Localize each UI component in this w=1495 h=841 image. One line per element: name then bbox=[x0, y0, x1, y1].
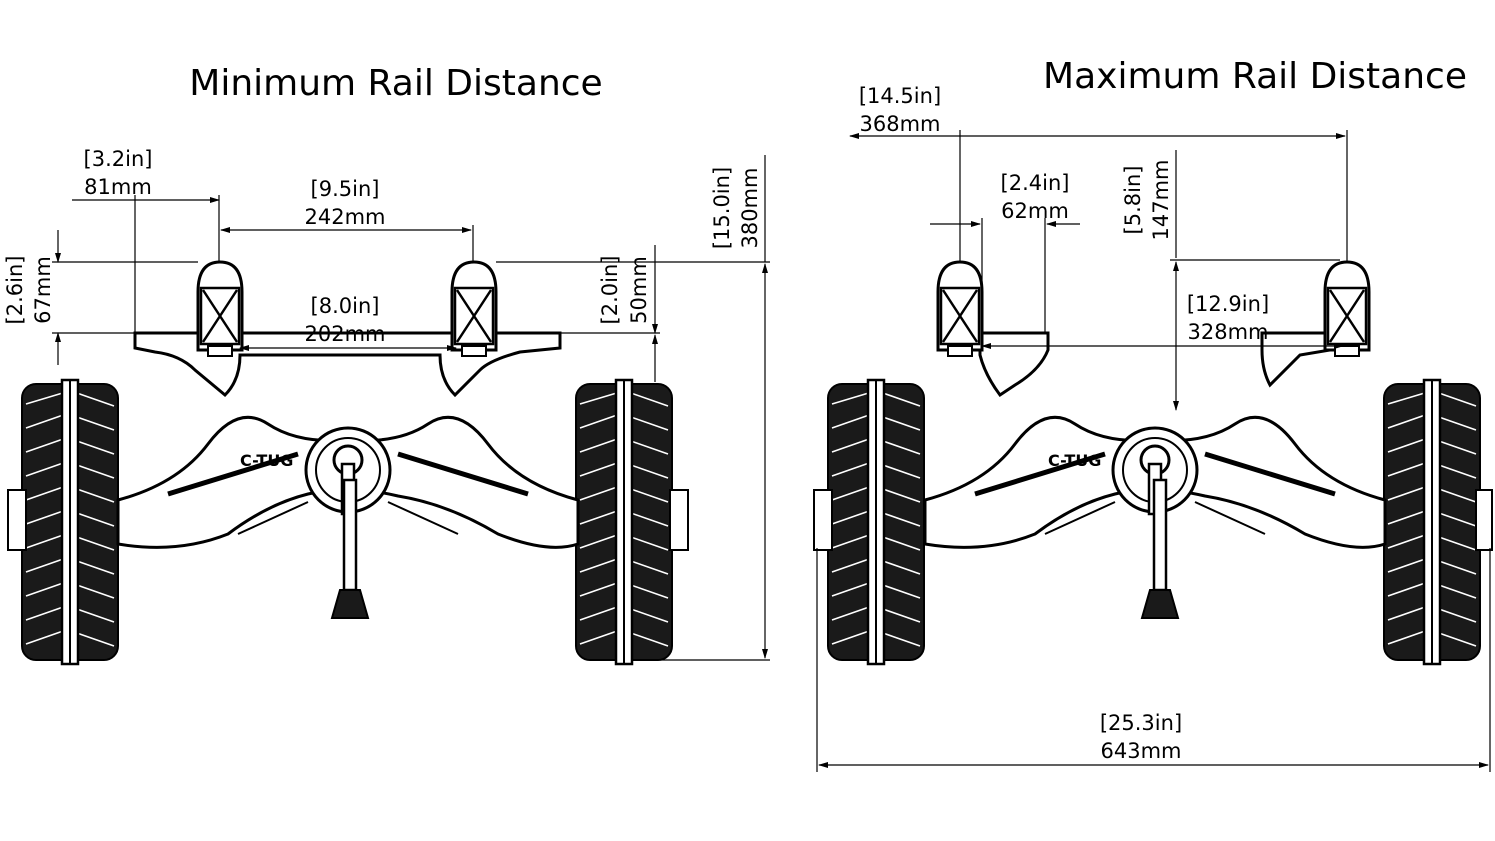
right-axle-cap bbox=[669, 489, 689, 551]
dim-mm: 147mm bbox=[1149, 160, 1173, 241]
right-pad bbox=[450, 260, 498, 358]
dim-inches: [2.6in] bbox=[3, 256, 27, 325]
dim-inches: [5.8in] bbox=[1121, 166, 1145, 235]
left-axle-cap bbox=[7, 489, 27, 551]
right-wheel bbox=[574, 378, 674, 666]
dim-inches: [2.4in] bbox=[1001, 171, 1070, 195]
left-wheel bbox=[20, 378, 120, 666]
dim-mm: 202mm bbox=[305, 322, 386, 346]
dim-mm: 81mm bbox=[84, 175, 152, 199]
dim-mm: 368mm bbox=[860, 112, 941, 136]
dim-inches: [25.3in] bbox=[1100, 711, 1182, 735]
dim-mm: 643mm bbox=[1101, 739, 1182, 763]
dim-inches: [2.0in] bbox=[598, 256, 622, 325]
dim-mm: 50mm bbox=[627, 256, 651, 324]
left-pad bbox=[936, 260, 984, 358]
left-pad bbox=[196, 260, 244, 358]
dim-mm: 380mm bbox=[738, 168, 762, 249]
dim-inches: [3.2in] bbox=[84, 147, 153, 171]
dim-inches: [15.0in] bbox=[710, 167, 734, 249]
right-cradle-bar bbox=[1260, 331, 1332, 388]
kickstand bbox=[1140, 478, 1180, 619]
left-wheel bbox=[826, 378, 926, 666]
dim-mm: 62mm bbox=[1001, 199, 1069, 223]
kickstand bbox=[330, 478, 370, 619]
dim-inches: [14.5in] bbox=[859, 84, 941, 108]
dim-mm: 328mm bbox=[1188, 320, 1269, 344]
right-wheel bbox=[1382, 378, 1482, 666]
view-title: Maximum Rail Distance bbox=[1043, 56, 1467, 97]
left-cradle-bar bbox=[978, 331, 1050, 398]
view-title: Minimum Rail Distance bbox=[189, 63, 602, 104]
dim-inches: [9.5in] bbox=[311, 177, 380, 201]
right-pad bbox=[1323, 260, 1371, 358]
logo-text: C-TUG bbox=[1048, 451, 1101, 470]
dim-mm: 242mm bbox=[305, 205, 386, 229]
left-axle-cap bbox=[813, 489, 833, 551]
logo-text: C-TUG bbox=[240, 451, 293, 470]
dim-inches: [8.0in] bbox=[311, 294, 380, 318]
minimum-rail-view: Minimum Rail Distance C-TUG [3.2in] 81mm… bbox=[3, 63, 770, 666]
dim-mm: 67mm bbox=[31, 256, 55, 324]
maximum-rail-view: Maximum Rail Distance C-TUG [14.5in] 368… bbox=[813, 56, 1493, 772]
dim-inches: [12.9in] bbox=[1187, 292, 1269, 316]
right-axle-cap bbox=[1475, 489, 1493, 551]
